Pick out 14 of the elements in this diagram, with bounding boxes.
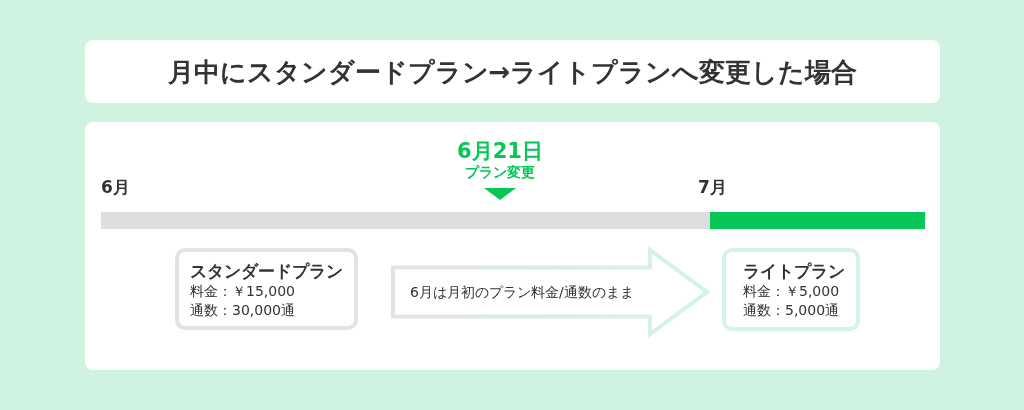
- change-note: プラン変更: [465, 164, 535, 181]
- change-date: 6月21日: [457, 139, 543, 164]
- quota-text: 通数：30,000通: [190, 301, 295, 320]
- month-label: 7月: [698, 177, 727, 197]
- edge-label: 6月は月初のプラン料金/通数のまま: [410, 282, 634, 302]
- quota-text: 通数：5,000通: [743, 301, 840, 320]
- title: 月中にスタンダードプラン→ライトプランへ変更した場合: [167, 55, 858, 88]
- fee-text: 料金：￥15,000: [190, 282, 295, 301]
- plan-name: スタンダードプラン: [190, 260, 343, 282]
- fee-text: 料金：￥5,000: [743, 282, 840, 301]
- plan-card: [722, 248, 860, 331]
- plan-name: ライトプラン: [743, 260, 845, 282]
- month-label: 6月: [101, 177, 130, 197]
- plan-card: [175, 248, 358, 330]
